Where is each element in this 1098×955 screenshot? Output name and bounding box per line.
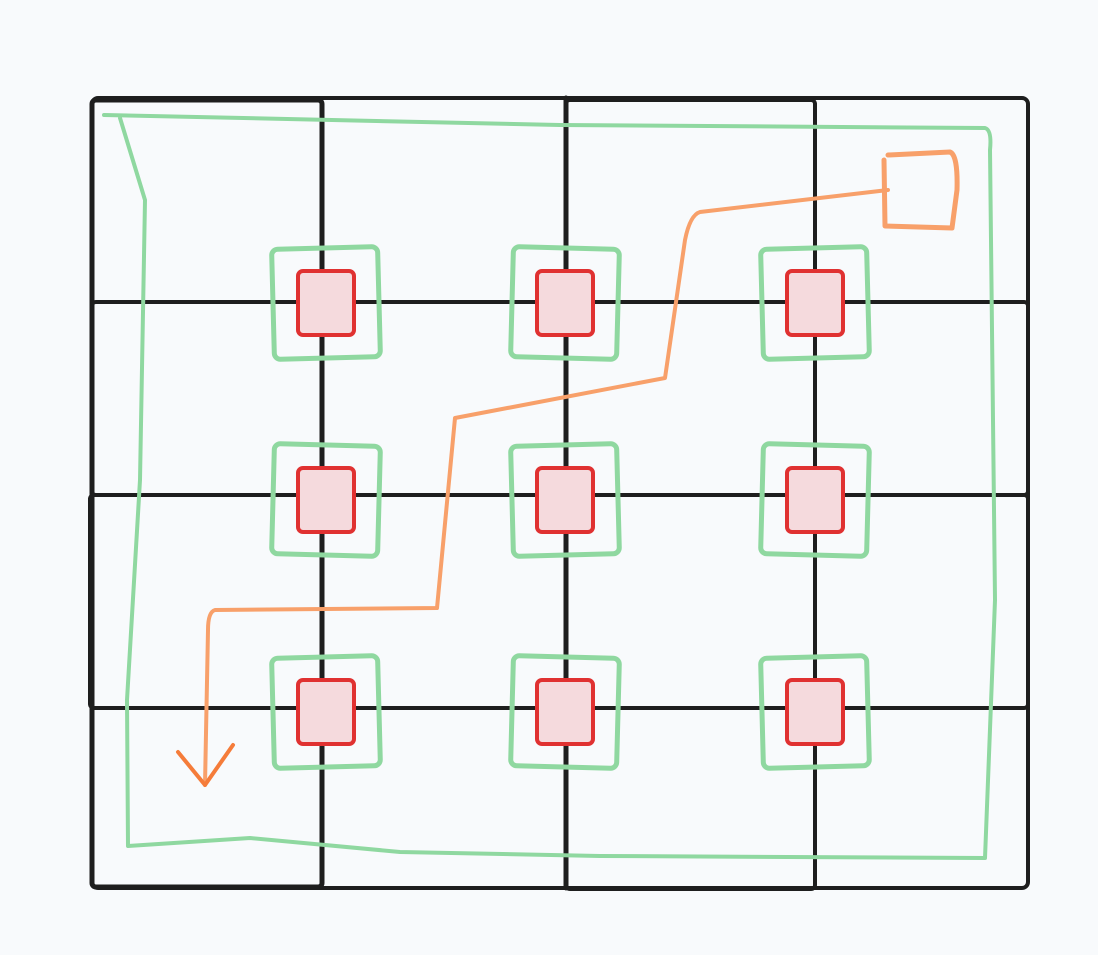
node-halo [758, 653, 872, 771]
node-halo [269, 441, 383, 559]
node[interactable] [296, 269, 356, 337]
node-halo [269, 653, 383, 771]
node[interactable] [535, 269, 595, 337]
route-line [203, 188, 890, 787]
node-halo [508, 653, 622, 771]
node[interactable] [785, 269, 845, 337]
start-square [881, 149, 960, 231]
node[interactable] [296, 678, 356, 746]
node[interactable] [535, 678, 595, 746]
node[interactable] [535, 466, 595, 534]
node[interactable] [296, 466, 356, 534]
node[interactable] [785, 678, 845, 746]
node-halo [758, 244, 872, 362]
node-halo [269, 244, 383, 362]
node-halo [508, 441, 622, 559]
outer-loop-path [102, 113, 997, 860]
node-halo [508, 244, 622, 362]
node-halos [269, 244, 872, 771]
route-path [176, 149, 960, 787]
arrow-head-icon [176, 743, 235, 787]
node[interactable] [785, 466, 845, 534]
nodes [296, 269, 845, 746]
node-halo [758, 441, 872, 559]
